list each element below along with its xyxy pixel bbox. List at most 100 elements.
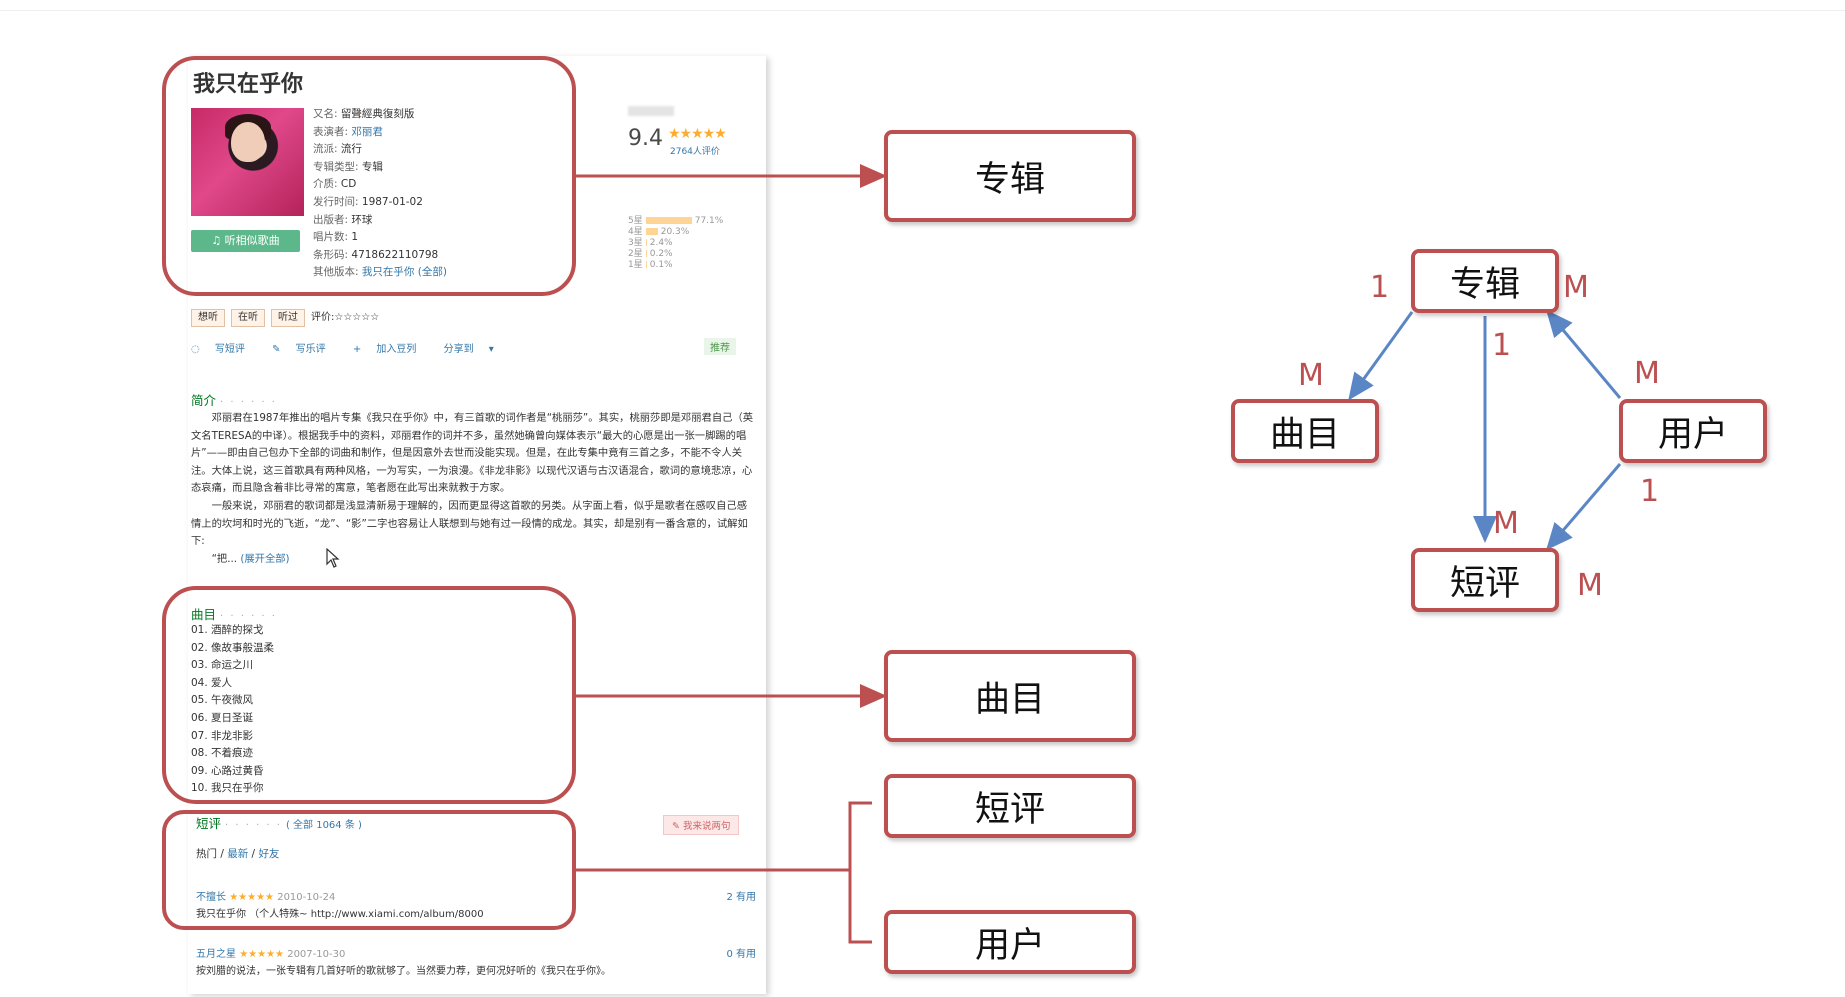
reviews-heading: 短评 · · · · · · ( 全部 1064 条 ) (196, 816, 362, 831)
useful-link[interactable]: 0 有用 (726, 949, 756, 960)
album-info-value[interactable]: 我只在乎你 (全部) (361, 266, 447, 279)
review-body: 按刘腊的说法，一张专辑有几首好听的歌就够了。当然要力荐，更何况好听的《我只在乎你… (196, 966, 611, 977)
bracket (848, 801, 872, 944)
album-info-value: 留聲經典復刻版 (340, 108, 415, 120)
write-comment-button[interactable]: ✎ 我来说两句 (663, 815, 740, 835)
rating-dist-label: 2星 (628, 249, 643, 259)
cardinality-label: M (1493, 506, 1519, 541)
track-item: 08. 不着痕迹 (191, 747, 254, 760)
want-button[interactable]: 想听 (191, 309, 225, 327)
cardinality-label: M (1577, 568, 1603, 603)
album-info-value: 环球 (351, 213, 373, 226)
album-info-row: 唱片数: 1 (313, 229, 447, 247)
all-reviews-link[interactable]: ( 全部 1064 条 ) (285, 820, 362, 831)
user-review-edge (1546, 463, 1622, 551)
review-stars: ★★★★★ (239, 949, 285, 960)
album-info-key: 出版者: (313, 213, 349, 226)
track-item: 01. 酒醉的探戈 (191, 624, 264, 636)
album-title: 我只在乎你 (193, 72, 304, 97)
review-user[interactable]: 不擅长 (196, 892, 226, 903)
er-short-review-entity: 短评 (1411, 548, 1559, 612)
intro-paragraph-1: 邓丽君在1987年推出的唱片专集《我只在乎你》中，有三首歌的词作者是“桃丽莎”。… (191, 412, 754, 495)
comment-icon: ◌ (191, 344, 203, 355)
album-info-value: 1987-01-02 (361, 195, 423, 208)
track-item: 09. 心路过黄昏 (191, 764, 264, 777)
album-info-row: 其他版本: 我只在乎你 (全部) (313, 264, 447, 282)
user-album-edge (1546, 309, 1622, 399)
listen-similar-button[interactable]: ♫ 听相似歌曲 (191, 230, 300, 252)
album-info-key: 唱片数: (313, 231, 349, 244)
write-review-link[interactable]: ✎ 写乐评 (272, 344, 326, 355)
share-link[interactable]: 分享到 ▾ (443, 344, 494, 355)
album-info-key: 专辑类型: (313, 160, 359, 173)
album-info-row: 表演者: 邓丽君 (313, 124, 447, 142)
rate-label: 评价:☆☆☆☆☆ (311, 312, 380, 323)
review-body: 我只在乎你 （个人特殊~ http://www.xiami.com/album/… (196, 909, 484, 920)
plus-icon: + (352, 344, 365, 355)
rating-dist-pct: 0.2% (649, 249, 673, 259)
er-album-entity: 专辑 (1411, 249, 1559, 313)
album-info-key: 流派: (313, 143, 338, 156)
rating-dist-bar (645, 239, 647, 246)
add-doulist-link[interactable]: + 加入豆列 (352, 344, 417, 355)
rate-stars[interactable]: ☆☆☆☆☆ (334, 312, 380, 323)
intro-paragraph-2: 一般来说，邓丽君的歌词都是浅显清新易于理解的，因而更显得这首歌的另类。从字面上看… (191, 499, 748, 548)
rating-dist-bar (645, 217, 692, 224)
write-short-link[interactable]: ◌ 写短评 (191, 344, 245, 355)
tab-friends[interactable]: 好友 (258, 848, 280, 860)
user-box: 用户 (884, 910, 1136, 974)
album-info-value: CD (340, 178, 357, 191)
rating-dist-bar (645, 250, 647, 257)
album-info-row: 出版者: 环球 (313, 212, 447, 230)
album-info-key: 条形码: (313, 248, 349, 261)
caret-down-icon: ▾ (485, 344, 494, 355)
album-tracks-edge (1348, 311, 1414, 401)
album-box: 专辑 (884, 130, 1136, 222)
intro-text: 邓丽君在1987年推出的唱片专集《我只在乎你》中，有三首歌的词作者是“桃丽莎”。… (191, 410, 757, 568)
intro-heading: 简介 · · · · · · (191, 393, 277, 408)
top-divider (0, 10, 1845, 11)
track-item: 06. 夏日圣诞 (191, 711, 254, 724)
rating-header-blurred (628, 106, 674, 116)
review-date: 2010-10-24 (277, 892, 336, 903)
review-item: 不擅长 ★★★★★ 2010-10-24 2 有用 我只在乎你 （个人特殊~ h… (196, 888, 756, 920)
album-info-row: 又名: 留聲經典復刻版 (313, 106, 447, 124)
tracks-heading: 曲目 · · · · · · (191, 607, 277, 622)
track-item: 10. 我只在乎你 (191, 782, 264, 795)
useful-link[interactable]: 2 有用 (726, 892, 756, 903)
album-cover-image (191, 108, 304, 216)
album-info-key: 介质: (313, 178, 338, 191)
tab-hot[interactable]: 热门 (196, 848, 217, 860)
album-info-value[interactable]: 邓丽君 (351, 125, 383, 138)
listened-button[interactable]: 听过 (271, 309, 305, 327)
review-item: 五月之星 ★★★★★ 2007-10-30 0 有用 按刘腊的说法，一张专辑有几… (196, 945, 756, 977)
cardinality-label: 1 (1492, 328, 1512, 363)
rating-dist-row: 2星 0.2% (628, 249, 723, 260)
rating-count[interactable]: 2764人评价 (670, 147, 720, 157)
listening-button[interactable]: 在听 (231, 309, 265, 327)
tab-new[interactable]: 最新 (227, 848, 249, 860)
er-user-entity: 用户 (1619, 399, 1767, 463)
rating-dist-label: 3星 (628, 238, 643, 248)
album-info-value: 1 (351, 231, 359, 244)
rating-dist-bar (645, 261, 647, 268)
review-user[interactable]: 五月之星 (196, 949, 236, 960)
review-date: 2007-10-30 (287, 949, 346, 960)
rating-stars: ★★★★★ (668, 126, 727, 142)
rating-dist-label: 4星 (628, 227, 643, 237)
album-info-row: 介质: CD (313, 176, 447, 194)
album-page-screenshot: 我只在乎你 ♫ 听相似歌曲 又名: 留聲經典復刻版表演者: 邓丽君流派: 流行专… (188, 56, 766, 994)
pencil-icon: ✎ (272, 344, 284, 355)
reviews-callout (162, 810, 576, 930)
track-item: 03. 命运之川 (191, 659, 254, 672)
expand-all-link[interactable]: (展开全部) (240, 552, 290, 565)
recommend-button[interactable]: 推荐 (704, 338, 736, 355)
cardinality-label: M (1634, 356, 1660, 391)
short-review-box: 短评 (884, 774, 1136, 838)
